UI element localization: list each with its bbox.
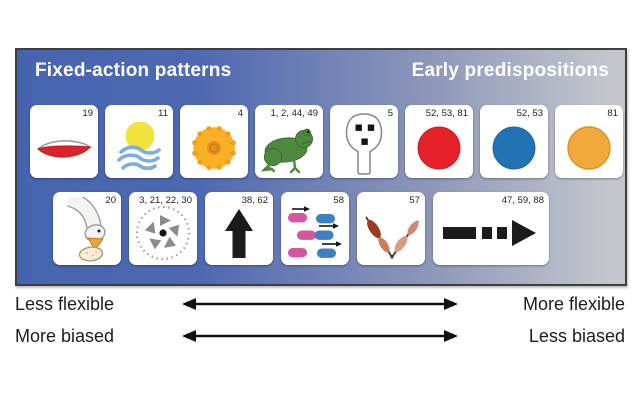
left-panel-title: Fixed-action patterns [35,60,232,81]
red-lens-icon [37,140,93,158]
ref-numbers-label: 1, 2, 44, 49 [270,108,318,119]
stimulus-box-flower: 4 [180,105,248,178]
orange-circle-icon [567,126,611,170]
bias-axis: More biased Less biased [0,323,640,349]
flexibility-axis: Less flexible More flexible [0,291,640,317]
moving-dots-icon [288,206,342,258]
blue-circle-icon [492,126,536,170]
up-arrow-icon [225,209,253,258]
stimulus-box-moving-dots: 58 [281,192,349,265]
dashed-right-arrow-icon [443,220,536,246]
ref-numbers-label: 19 [82,108,93,119]
stimulus-row-2: 20 3, 21, 22, 30 [53,192,549,265]
ref-numbers-label: 57 [409,195,420,206]
right-panel-title: Early predispositions [411,60,609,81]
frog-icon [260,128,313,174]
sun-over-water-icon [117,121,161,171]
ref-numbers-label: 52, 53, 81 [425,108,468,119]
axis-right-label: More flexible [522,293,625,314]
stimulus-box-red-lens: 19 [30,105,98,178]
double-arrow-icon [182,330,458,342]
stimulus-box-jointed-legs: 57 [357,192,425,265]
stimulus-row-1: 19 11 4 [30,105,623,178]
goose-egg-rolling-icon [66,197,106,262]
stimulus-box-sun-water: 11 [105,105,173,178]
stimulus-box-rotation: 3, 21, 22, 30 [129,192,197,265]
axis-left-label: Less flexible [15,293,115,314]
stimulus-box-dashed-arrow: 47, 59, 88 [433,192,549,265]
ref-numbers-label: 3, 21, 22, 30 [139,195,192,206]
gradient-panel: Fixed-action patterns Early predispositi… [15,48,627,286]
flower-icon [192,126,236,170]
stimulus-box-up-arrow: 38, 62 [205,192,273,265]
ref-numbers-label: 5 [387,108,393,119]
schematic-face-icon [345,113,383,175]
double-arrow-icon [182,298,458,310]
ref-numbers-label: 4 [237,108,243,119]
axis-left-label: More biased [15,325,115,346]
rotation-compass-icon [136,206,190,260]
ref-numbers-label: 20 [105,195,116,206]
ref-numbers-label: 11 [158,108,168,119]
axis-right-label: Less biased [528,325,625,346]
ref-numbers-label: 38, 62 [241,195,268,206]
ref-numbers-label: 81 [607,108,618,119]
jointed-legs-icon [365,216,419,259]
ref-numbers-label: 58 [333,195,344,206]
stimulus-box-goose-egg: 20 [53,192,121,265]
stimulus-box-red-circle: 52, 53, 81 [405,105,473,178]
stimulus-box-orange-circle: 81 [555,105,623,178]
ref-numbers-label: 47, 59, 88 [501,195,544,206]
stimulus-box-frog: 1, 2, 44, 49 [255,105,323,178]
ref-numbers-label: 52, 53 [516,108,543,119]
stimulus-box-face: 5 [330,105,398,178]
stimulus-box-blue-circle: 52, 53 [480,105,548,178]
red-circle-icon [417,126,461,170]
